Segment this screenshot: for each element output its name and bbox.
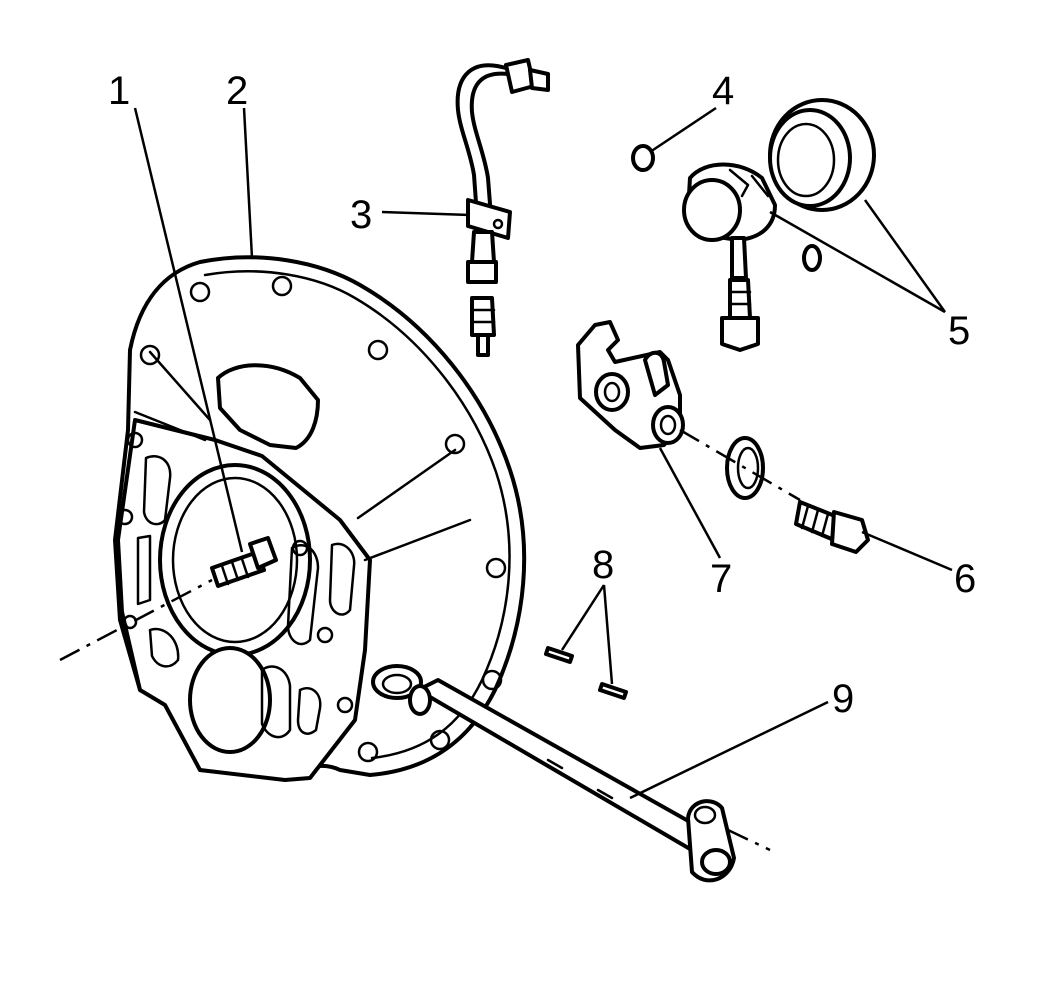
fork-bolt [725, 436, 870, 554]
hydraulic-line [455, 58, 550, 357]
centerline-shaft [727, 828, 771, 852]
retaining-pins [544, 646, 628, 700]
fork-shaft [408, 678, 736, 883]
callout-8: 8 [592, 543, 614, 587]
callout-labels: 1 2 3 4 5 6 7 8 9 [108, 69, 976, 721]
release-fork [576, 320, 685, 450]
callout-2: 2 [226, 69, 248, 113]
leader-lines [133, 106, 953, 800]
callout-1: 1 [108, 69, 130, 113]
callout-3: 3 [350, 193, 372, 237]
bell-housing-bolt [210, 536, 278, 588]
callout-9: 9 [832, 677, 854, 721]
callout-7: 7 [710, 557, 732, 601]
callout-4: 4 [712, 69, 734, 113]
clutch-housing [113, 255, 527, 782]
centerline-housing [59, 578, 213, 662]
pivot-ball [631, 144, 822, 352]
callout-6: 6 [954, 557, 976, 601]
centerline-fork [679, 428, 801, 502]
callout-5: 5 [948, 309, 970, 353]
release-bearing [768, 98, 876, 212]
